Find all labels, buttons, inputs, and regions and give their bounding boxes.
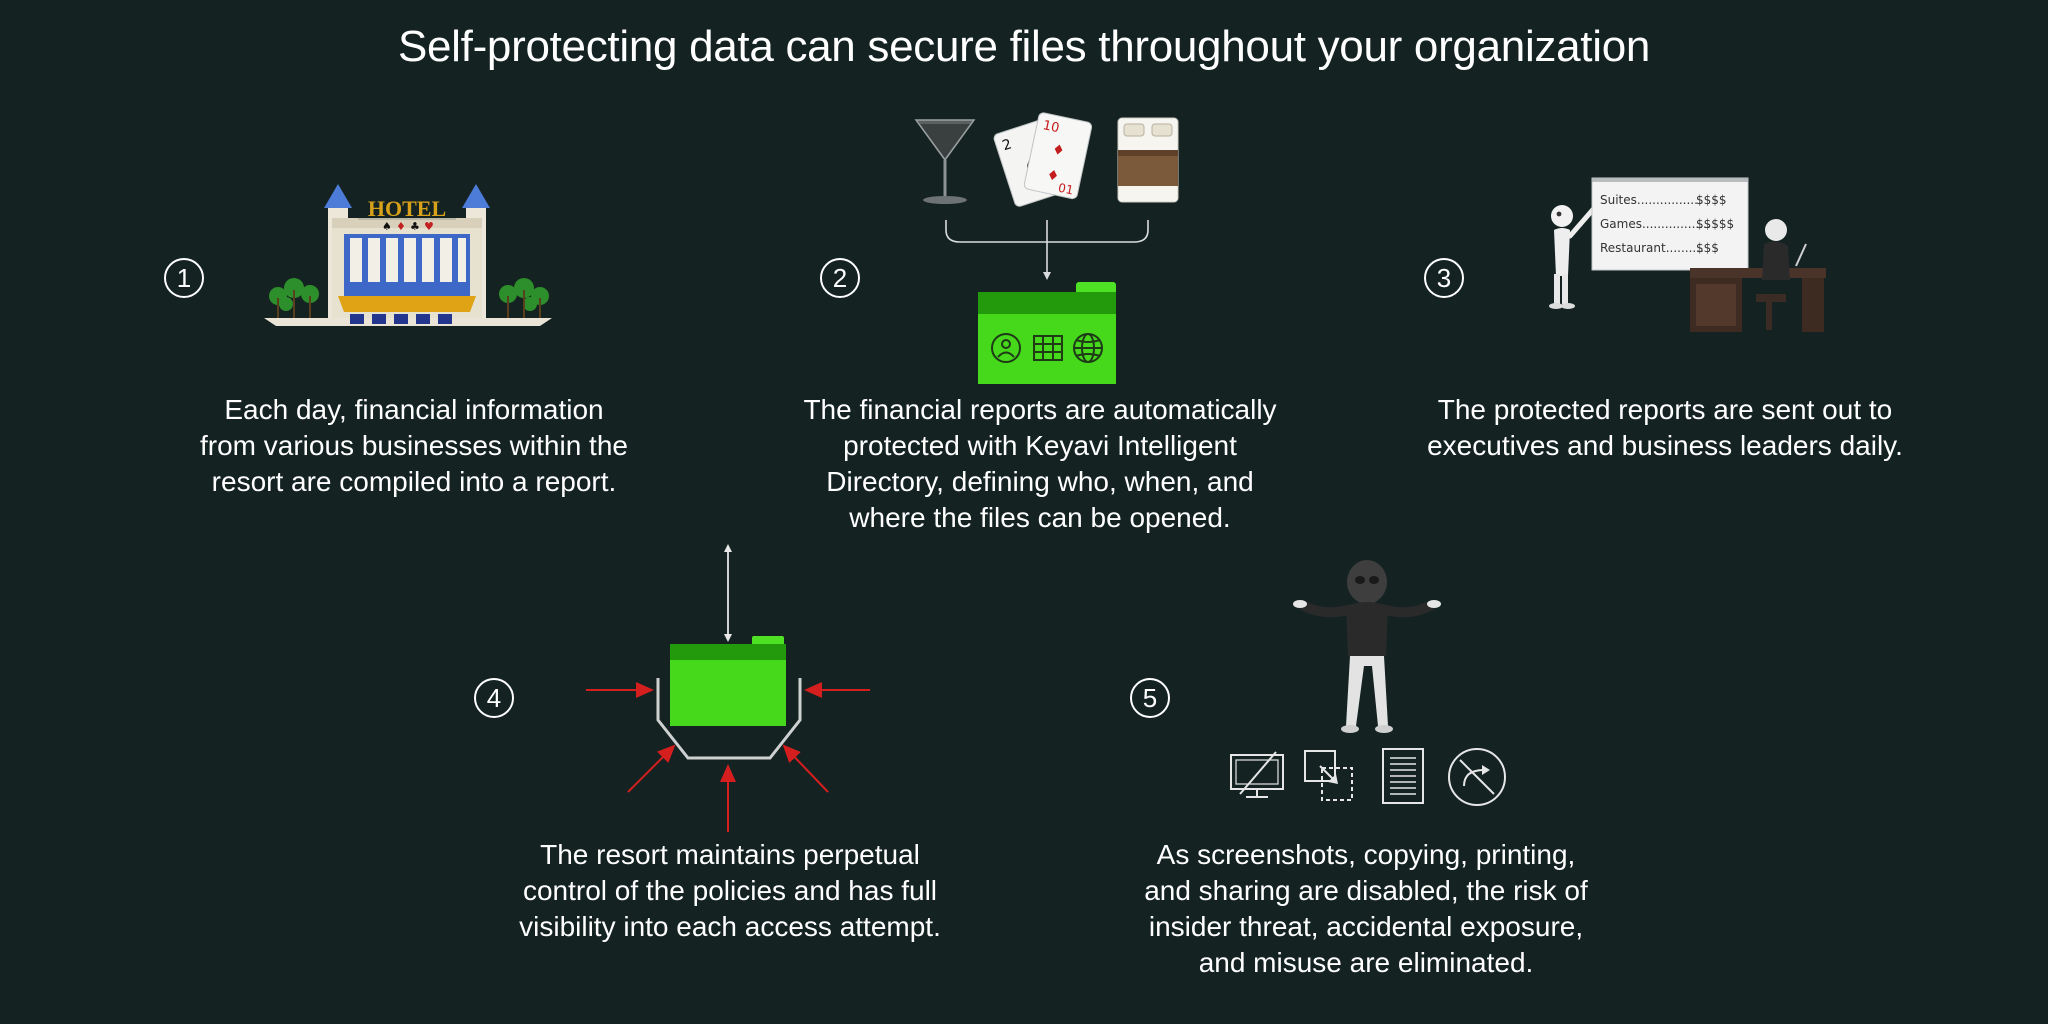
step-3-number: 3	[1424, 258, 1464, 298]
hotel-sign: HOTEL	[368, 196, 446, 221]
no-share-icon	[1448, 748, 1506, 806]
no-print-icon	[1382, 748, 1424, 804]
step-5-caption: As screenshots, copying, printing, and s…	[1144, 839, 1588, 978]
protected-folder-icon	[978, 282, 1116, 384]
step-5-number: 5	[1130, 678, 1170, 718]
no-screenshot-icon	[1230, 751, 1284, 798]
board-row-2-label: Games..................	[1600, 217, 1711, 231]
board-row-3-value: $$$	[1696, 241, 1719, 255]
step-4-number: 4	[474, 678, 514, 718]
step-4-caption: The resort maintains perpetual control o…	[519, 839, 941, 942]
svg-text:♦: ♦	[396, 220, 406, 233]
board-row-1-label: Suites.................	[1600, 193, 1702, 207]
board-row-2-value: $$$$$	[1696, 217, 1734, 231]
playing-cards-icon: 2 ♠ 10 ♦ ♦ 01	[993, 112, 1093, 207]
presentation-icon: Suites................. $$$$ Games......…	[1549, 177, 1826, 332]
page-title: Self-protecting data can secure files th…	[397, 22, 1651, 71]
svg-text:♦: ♦	[1045, 167, 1061, 185]
step-2-caption: The financial reports are automatically …	[803, 394, 1277, 533]
step-2-number: 2	[820, 258, 860, 298]
step-1-caption: Each day, financial information from var…	[200, 394, 628, 497]
no-copy-icon	[1304, 750, 1353, 801]
svg-text:♠: ♠	[382, 220, 392, 233]
board-row-1-value: $$$$	[1696, 193, 1727, 207]
step-3-caption: The protected reports are sent out to ex…	[1427, 394, 1903, 461]
card-rank-10: 10	[1041, 118, 1060, 136]
board-row-3-label: Restaurant..........	[1600, 241, 1704, 255]
bed-icon	[1117, 117, 1179, 203]
shrugging-figure-icon	[1293, 560, 1441, 733]
svg-text:♦: ♦	[1051, 142, 1067, 160]
step-1-number: 1	[164, 258, 204, 298]
card-rank-10-flipped: 01	[1057, 181, 1075, 198]
folder-under-attack-icon	[586, 544, 870, 832]
svg-text:♣: ♣	[410, 220, 420, 233]
martini-glass-icon	[914, 119, 976, 204]
merge-connector-icon	[945, 220, 1149, 280]
hotel-icon: HOTEL ♠ ♦ ♣ ♥	[264, 184, 552, 326]
svg-text:♥: ♥	[424, 220, 434, 233]
